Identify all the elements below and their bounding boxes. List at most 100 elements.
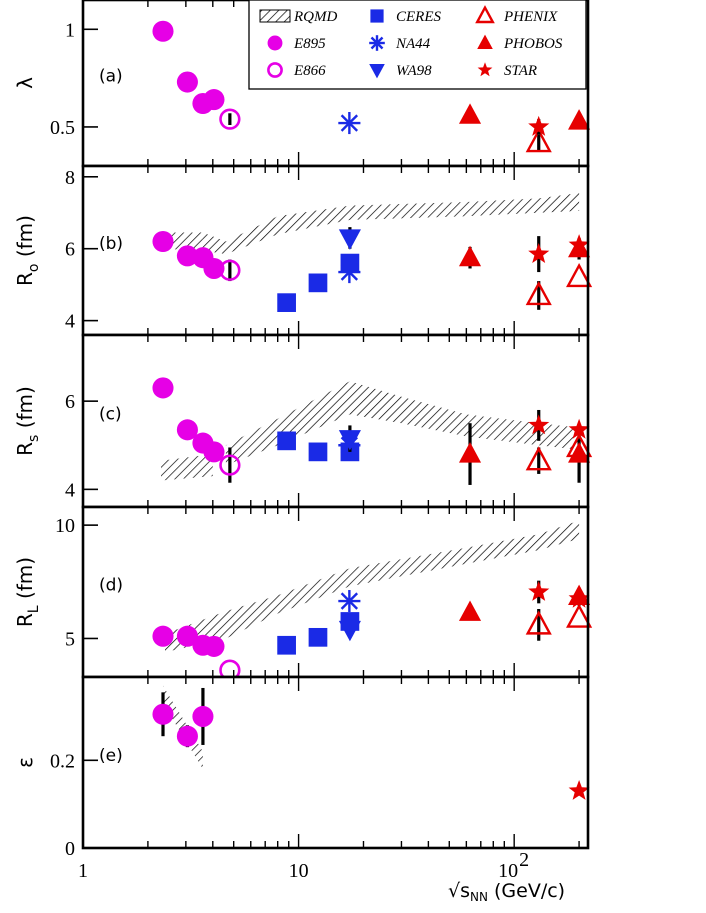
data-point [203,257,225,280]
data-point [568,587,590,608]
panel-e: 0.20(e)ε [13,675,590,860]
x-tick-exponent: 2 [519,849,529,871]
series-star [528,409,590,441]
data-point [568,109,591,130]
data-point [458,103,482,124]
series-wa98 [338,620,361,642]
data-point [338,261,361,284]
legend-marker [477,62,493,77]
legend-marker [370,9,384,23]
data-point [338,430,361,451]
plot-area [83,507,588,677]
y-axis-label: λ [13,77,37,89]
data-point [152,377,174,399]
y-tick-label: 6 [65,391,75,413]
legend-label: WA98 [396,63,432,79]
legend-label: NA44 [395,36,431,52]
data-point [528,115,550,136]
series-e866 [219,108,241,130]
plot-frame [81,675,590,850]
legend-label: PHOBOS [503,36,563,52]
data-point [203,635,225,657]
panel-label: (e) [99,746,123,766]
rqmd-band [225,381,580,466]
data-point [458,442,482,463]
data-point [525,610,552,635]
data-point [277,635,296,655]
data-point [525,128,552,153]
y-tick-label: 4 [65,311,75,333]
series-na44 [338,261,361,284]
data-point [203,89,225,111]
rqmd-band [165,520,580,653]
panel-label: (b) [99,234,123,254]
series-star [528,580,590,608]
panel-label: (d) [99,575,123,595]
data-point [528,243,550,263]
series-e895 [152,377,225,463]
data-point [308,627,328,647]
data-point [203,441,225,463]
legend-item-phobos: PHOBOS [477,34,563,52]
legend-label: STAR [504,63,537,79]
series-na44 [338,590,361,613]
data-point [152,703,174,725]
y-tick-label: 1 [65,19,75,41]
legend-item-ceres: CERES [370,9,441,25]
legend-marker [267,62,283,78]
panel-label: (c) [99,404,122,424]
data-point [219,454,241,476]
data-point [568,780,590,800]
y-tick-label: 10 [55,515,75,537]
series-star [528,115,550,136]
panel-label: (a) [99,66,123,86]
data-point [525,281,552,306]
legend-item-e895: E895 [267,35,326,52]
legend-item-phenix: PHENIX [475,5,558,25]
legend-marker [267,35,283,51]
y-tick-label: 4 [65,479,75,501]
data-point [566,433,593,458]
y-axis-label: RL (fm) [13,557,42,627]
data-point [152,230,174,253]
series-e895 [152,687,214,748]
data-point [566,603,593,628]
data-point [219,108,241,130]
legend-item-na44: NA44 [369,35,431,52]
series-na44 [338,111,361,135]
data-point [176,245,198,267]
x-axis-label: √sNN (GeV/c) [448,880,565,904]
y-tick-label: 8 [65,167,75,189]
legend-marker [259,9,291,23]
y-tick-label: 5 [65,628,75,650]
rqmd-band [161,454,213,481]
data-point [338,620,361,642]
series-phenix [525,128,552,153]
y-tick-label: 0.2 [50,750,75,772]
legend-box [248,0,587,90]
legend-item-e866: E866 [267,62,326,79]
legend-marker [369,35,385,51]
series-e895 [152,230,225,280]
data-point [277,431,296,451]
legend-item-star: STAR [477,62,537,79]
rqmd-band [202,193,580,255]
data-point [568,418,590,439]
legend-label: CERES [396,9,441,25]
series-phenix [525,433,593,474]
data-point [338,229,361,250]
x-tick-label: 1 [78,860,88,882]
series-e866 [219,447,241,483]
data-point [176,625,198,647]
data-point [176,71,198,93]
data-point [152,20,174,42]
data-point [176,419,198,441]
series-wa98 [338,227,361,250]
x-tick-label: 10 [289,860,309,882]
legend-label: RQMD [293,9,337,25]
legend-label: PHENIX [503,9,558,25]
series-phenix [525,263,593,310]
